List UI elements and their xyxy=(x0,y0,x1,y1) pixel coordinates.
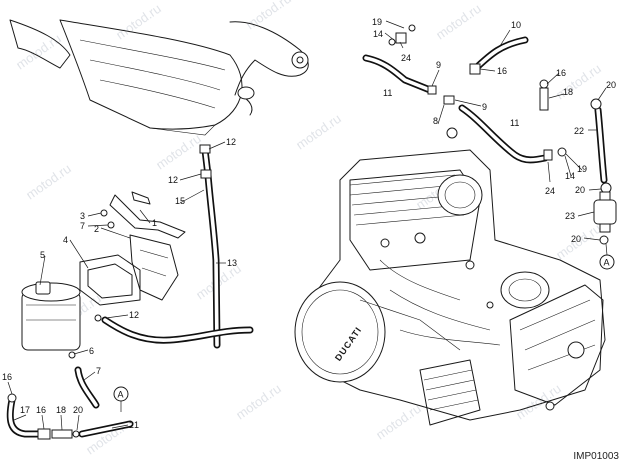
callout-1: 1 xyxy=(152,218,157,228)
vapor-hoses-top xyxy=(362,24,617,245)
callout-20: 20 xyxy=(606,80,616,90)
drain-hose-13 xyxy=(199,144,221,349)
fuel-tank-outline xyxy=(9,19,309,136)
callout-6: 6 xyxy=(89,346,94,356)
callout-12: 12 xyxy=(226,137,236,147)
callout-21: 21 xyxy=(129,420,139,430)
watermark: motod.ru xyxy=(23,161,74,203)
connector-a-label: A xyxy=(604,258,610,268)
callout-14: 14 xyxy=(373,29,383,39)
callout-22: 22 xyxy=(574,126,584,136)
engine-block: DUCATI xyxy=(294,127,606,426)
callout-18: 18 xyxy=(56,405,66,415)
callout-20: 20 xyxy=(571,234,581,244)
callout-14: 14 xyxy=(565,171,575,181)
callout-labels: 19 14 24 11 9 9 8 10 16 16 18 20 11 22 1… xyxy=(2,17,616,430)
callout-11: 11 xyxy=(383,88,392,98)
callout-16: 16 xyxy=(556,68,566,78)
watermark: motod.ru xyxy=(293,111,344,153)
watermark: motod.ru xyxy=(153,131,204,173)
canister-assembly xyxy=(6,191,254,440)
callout-24: 24 xyxy=(545,186,555,196)
watermark: motod.ru xyxy=(513,381,564,423)
callout-12: 12 xyxy=(168,175,178,185)
callout-9: 9 xyxy=(482,102,487,112)
callout-15: 15 xyxy=(175,196,185,206)
callout-16: 16 xyxy=(36,405,46,415)
connector-a-right: A xyxy=(599,243,615,270)
figure-reference-code: IMP01003 xyxy=(573,451,619,462)
watermark: motod.ru xyxy=(243,0,294,32)
callout-18: 18 xyxy=(563,87,573,97)
callout-20: 20 xyxy=(73,405,83,415)
watermark: motod.ru xyxy=(433,1,484,43)
watermark: motod.ru xyxy=(373,401,424,443)
callout-11: 11 xyxy=(510,118,519,128)
callout-5: 5 xyxy=(40,250,45,260)
callout-19: 19 xyxy=(372,17,382,27)
callout-16: 16 xyxy=(497,66,507,76)
callout-24: 24 xyxy=(401,53,411,63)
watermark: motod.ru xyxy=(233,381,284,423)
leader-lines xyxy=(7,20,607,431)
callout-13: 13 xyxy=(227,258,237,268)
callout-16: 16 xyxy=(2,372,12,382)
callout-2: 2 xyxy=(94,224,99,234)
callout-3: 3 xyxy=(80,211,85,221)
callout-7: 7 xyxy=(80,221,85,231)
callout-19: 19 xyxy=(577,164,587,174)
callout-7: 7 xyxy=(96,366,101,376)
callout-17: 17 xyxy=(20,405,30,415)
callout-9: 9 xyxy=(436,60,441,70)
callout-23: 23 xyxy=(565,211,575,221)
callout-12: 12 xyxy=(129,310,139,320)
connector-a-left: A xyxy=(113,386,129,412)
callout-20: 20 xyxy=(575,185,585,195)
connector-a-label: A xyxy=(118,390,124,400)
callout-4: 4 xyxy=(63,235,68,245)
callout-8: 8 xyxy=(433,116,438,126)
callout-10: 10 xyxy=(511,20,521,30)
watermark: motod.ru xyxy=(553,61,604,103)
